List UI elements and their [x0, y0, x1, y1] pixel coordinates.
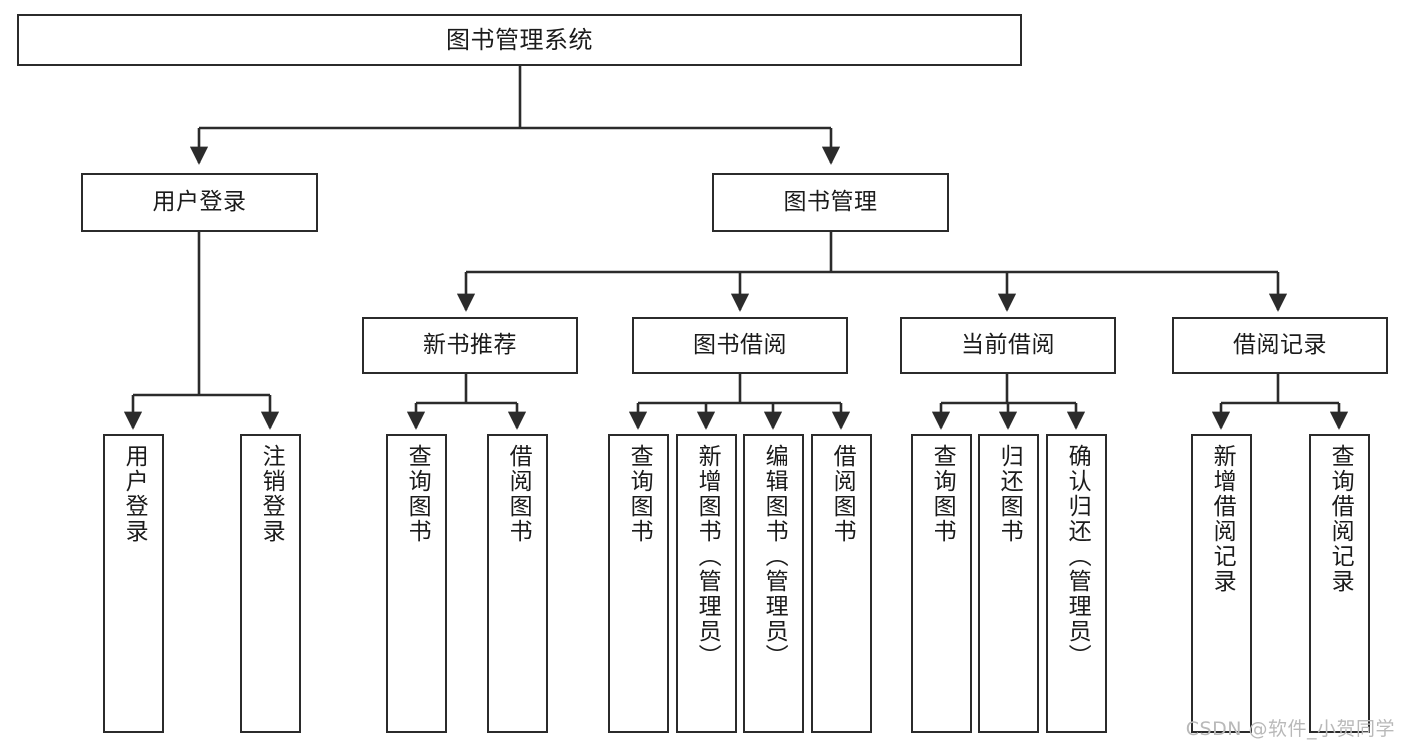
node-label: 注销登录: [258, 444, 285, 544]
node-label: 查询图书: [626, 444, 653, 544]
node-leaf-logout-login[interactable]: 注销登录: [240, 434, 301, 733]
node-label: 查询借阅记录: [1327, 444, 1354, 594]
node-label: 借阅记录: [1233, 331, 1327, 358]
node-label: 用户登录: [152, 188, 247, 215]
node-leaf-confirm-return[interactable]: 确认归还（管理员）: [1046, 434, 1107, 733]
node-label: 用户登录: [121, 444, 148, 544]
node-label: 图书管理系统: [446, 25, 593, 54]
node-new-book-recommend[interactable]: 新书推荐: [362, 317, 578, 374]
node-label: 图书借阅: [693, 331, 787, 358]
node-user-login[interactable]: 用户登录: [81, 173, 318, 232]
node-label: 新书推荐: [423, 331, 517, 358]
node-leaf-add-record[interactable]: 新增借阅记录: [1191, 434, 1252, 733]
node-root-system[interactable]: 图书管理系统: [17, 14, 1022, 66]
watermark-text: CSDN @软件_小贺同学: [1185, 718, 1395, 740]
node-label: 查询图书: [929, 444, 956, 544]
node-current-borrow[interactable]: 当前借阅: [900, 317, 1116, 374]
node-label: 当前借阅: [961, 331, 1055, 358]
node-leaf-borrow-book-2[interactable]: 借阅图书: [811, 434, 872, 733]
node-leaf-user-login[interactable]: 用户登录: [103, 434, 164, 733]
node-label: 借阅图书: [829, 444, 856, 544]
node-label: 新增借阅记录: [1209, 444, 1236, 594]
node-label: 确认归还（管理员）: [1064, 444, 1091, 669]
node-leaf-return-book[interactable]: 归还图书: [978, 434, 1039, 733]
node-borrow-record[interactable]: 借阅记录: [1172, 317, 1388, 374]
node-label: 图书管理: [783, 188, 878, 215]
node-label: 新增图书（管理员）: [694, 444, 721, 669]
node-book-borrow[interactable]: 图书借阅: [632, 317, 848, 374]
node-label: 归还图书: [996, 444, 1023, 544]
node-leaf-edit-book[interactable]: 编辑图书（管理员）: [743, 434, 804, 733]
node-leaf-borrow-book-1[interactable]: 借阅图书: [487, 434, 548, 733]
node-leaf-query-record[interactable]: 查询借阅记录: [1309, 434, 1370, 733]
node-label: 借阅图书: [505, 444, 532, 544]
node-label: 查询图书: [404, 444, 431, 544]
node-leaf-query-book-1[interactable]: 查询图书: [386, 434, 447, 733]
node-book-manage[interactable]: 图书管理: [712, 173, 949, 232]
node-leaf-query-book-3[interactable]: 查询图书: [911, 434, 972, 733]
node-label: 编辑图书（管理员）: [761, 444, 788, 669]
node-leaf-query-book-2[interactable]: 查询图书: [608, 434, 669, 733]
node-leaf-add-book[interactable]: 新增图书（管理员）: [676, 434, 737, 733]
